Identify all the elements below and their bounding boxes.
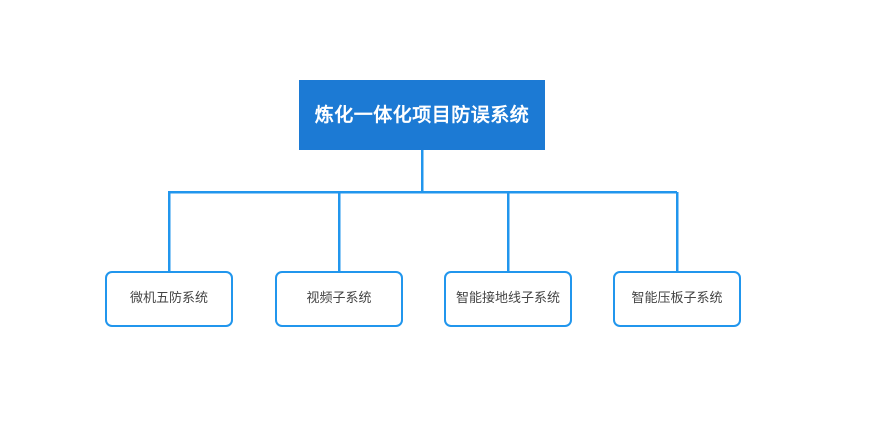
child-node-zhineng-jiedixian[interactable]: 智能接地线子系统	[444, 271, 572, 327]
child-node-label: 微机五防系统	[129, 291, 208, 307]
child-node-label: 智能接地线子系统	[455, 291, 560, 307]
child-node-weiji-wufang[interactable]: 微机五防系统	[105, 271, 233, 327]
child-node-shipin[interactable]: 视频子系统	[275, 271, 403, 327]
child-node-label: 视频子系统	[306, 291, 372, 307]
child-node-zhineng-yaban[interactable]: 智能压板子系统	[613, 271, 741, 327]
root-node[interactable]: 炼化一体化项目防误系统	[299, 80, 545, 150]
child-node-label: 智能压板子系统	[631, 291, 723, 307]
root-node-label: 炼化一体化项目防误系统	[314, 103, 530, 126]
